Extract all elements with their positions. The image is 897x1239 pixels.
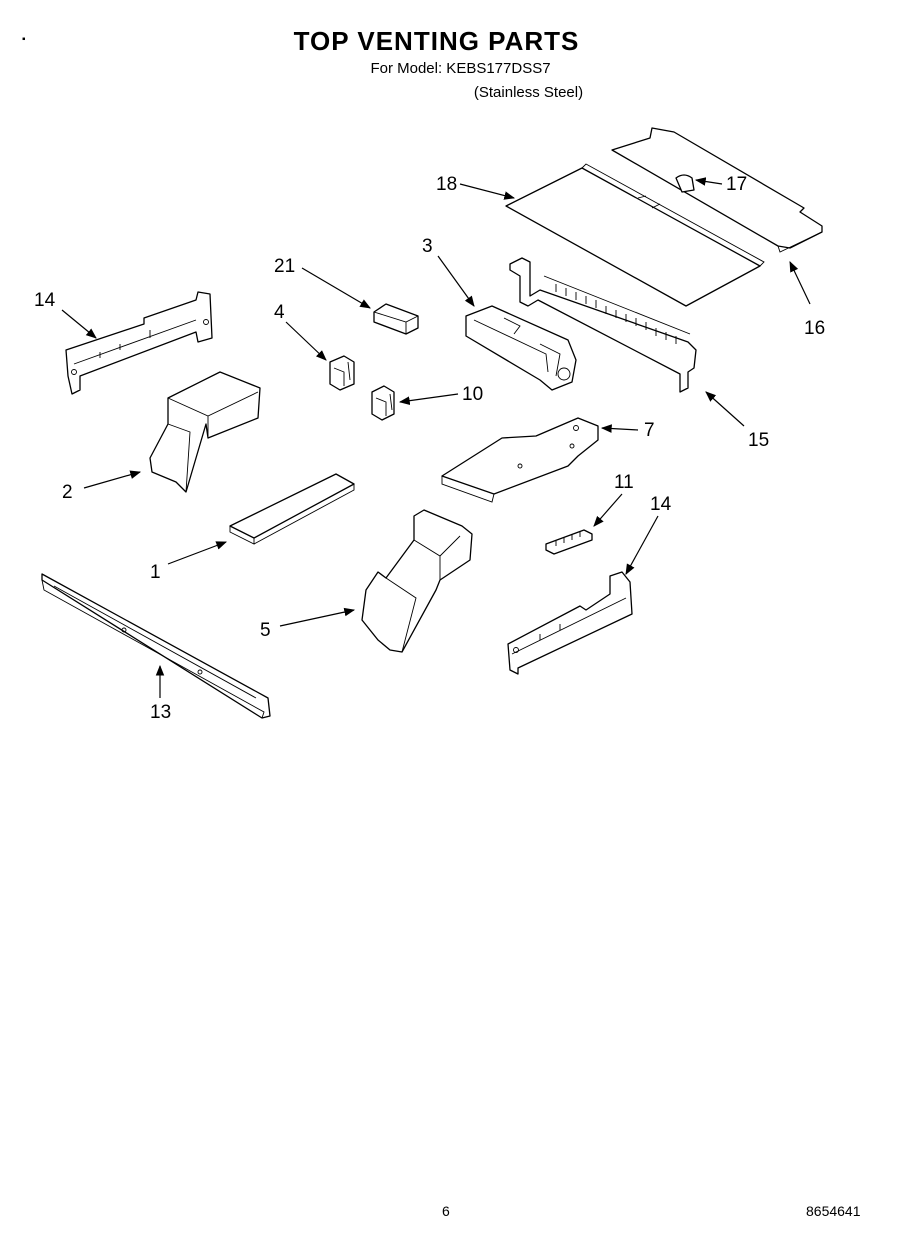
part-15-vent-channel (509, 257, 697, 393)
finish-line: (Stainless Steel) (473, 84, 584, 101)
part-3-control-assembly (465, 305, 577, 391)
page-number: 6 (442, 1203, 450, 1219)
callout-14-right: 14 (650, 494, 672, 515)
leader-18 (459, 183, 516, 200)
leader-4 (279, 607, 356, 627)
page-title: TOP VENTING PARTS (293, 26, 580, 56)
part-21-block (373, 303, 419, 335)
part-7-baffle-plate (441, 417, 599, 503)
callout-18: 18 (436, 174, 457, 195)
leader-11 (593, 493, 623, 527)
leader-15 (705, 391, 745, 427)
callout-1: 1 (150, 562, 161, 583)
part-1-channel (229, 473, 355, 545)
part-16-top-panel (611, 127, 823, 253)
callout-3: 3 (422, 236, 433, 257)
document-number: 8654641 (806, 1203, 861, 1219)
leader-14-left (61, 309, 97, 339)
callout-2: 2 (62, 482, 73, 503)
callout-7: 7 (644, 420, 655, 441)
model-line: For Model: KEBS177DSS7 (370, 60, 551, 77)
callout-15: 15 (748, 430, 769, 451)
leader-1 (167, 541, 228, 565)
callout-5: 4 (274, 302, 285, 323)
part-5-switch (329, 355, 355, 391)
leader-14-right (625, 515, 659, 575)
callout-14-left: 14 (34, 290, 56, 311)
part-14-side-bracket-right (507, 571, 633, 675)
part-13-front-rail (41, 573, 271, 719)
part-4-air-duct (361, 509, 473, 653)
part-11-terminal-block (545, 529, 593, 555)
leader-21 (301, 267, 371, 309)
callout-13: 13 (150, 702, 171, 723)
leader-2 (83, 470, 142, 489)
leader-lines (61, 177, 811, 698)
leader-3 (437, 255, 475, 307)
part-2-vent-duct (149, 371, 261, 493)
callout-21: 21 (274, 256, 295, 277)
part-14-side-bracket-left (65, 291, 213, 395)
leader-17 (694, 177, 723, 186)
part-10-switch (371, 385, 395, 421)
leader-16 (789, 261, 811, 305)
leader-10 (398, 393, 459, 405)
part-18-top-panel (505, 163, 765, 307)
callout-4: 5 (260, 620, 271, 641)
callout-10: 10 (462, 384, 483, 405)
leader-5 (285, 321, 327, 361)
leader-7 (600, 424, 639, 433)
callout-11: 11 (614, 472, 634, 493)
callout-16: 16 (804, 318, 825, 339)
callout-17: 17 (726, 174, 747, 195)
corner-tick: ▪ (22, 34, 26, 45)
part-17-clip (675, 174, 695, 193)
